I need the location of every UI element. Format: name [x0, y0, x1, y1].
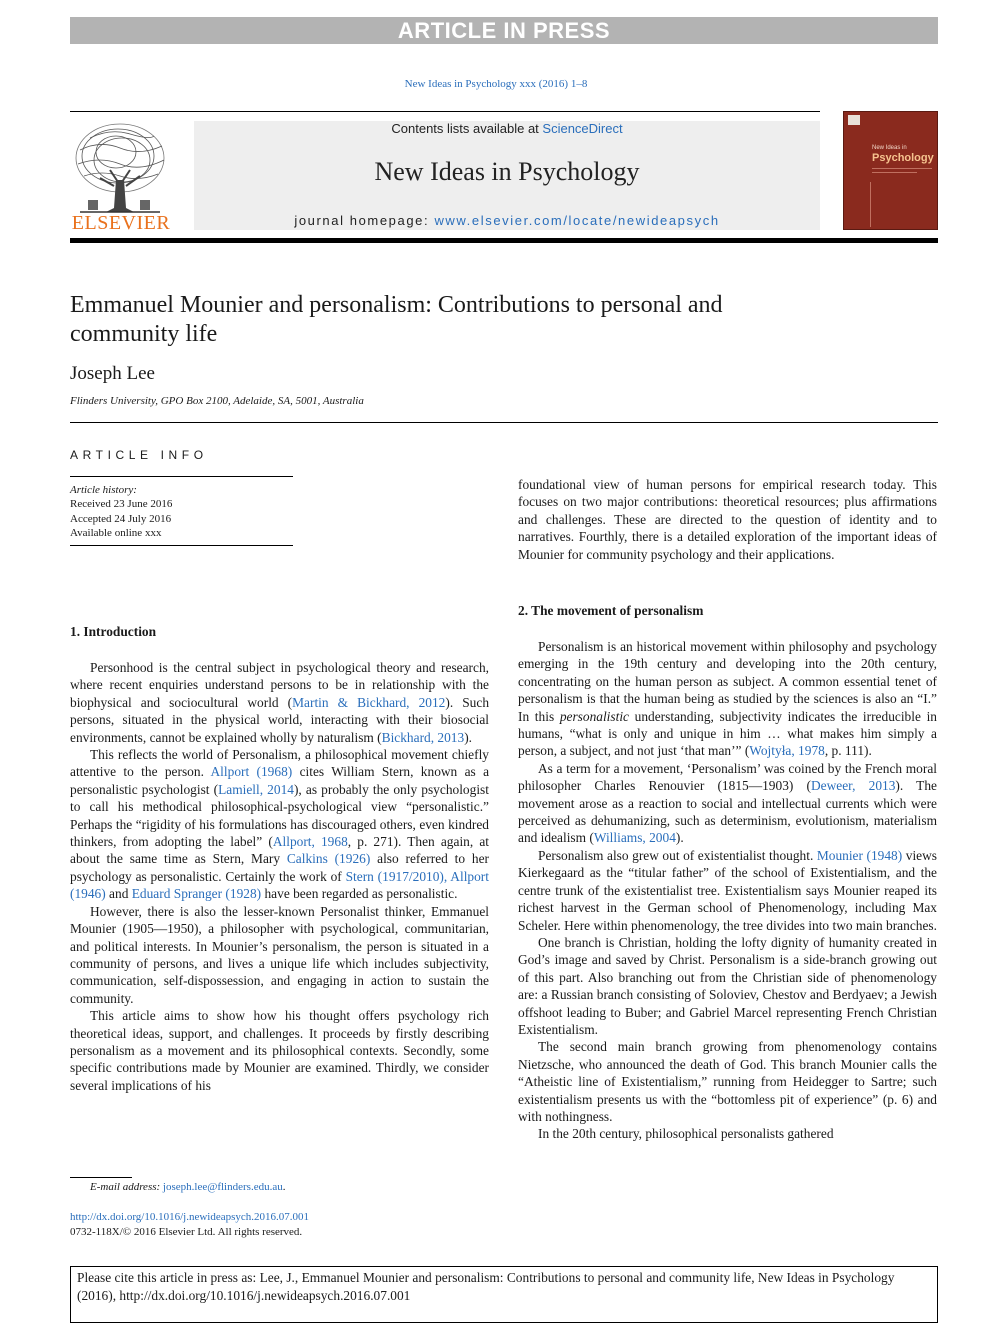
email-link[interactable]: joseph.lee@flinders.edu.au — [162, 1181, 283, 1193]
journal-reference-link[interactable]: New Ideas in Psychology xxx (2016) 1–8 — [404, 78, 588, 90]
article-title: Emmanuel Mounier and personalism: Contri… — [70, 292, 723, 347]
homepage-prefix: journal homepage: — [294, 213, 435, 228]
section-heading-movement: 2. The movement of personalism — [518, 603, 704, 618]
citation-link[interactable]: Allport, 1968 — [272, 834, 348, 850]
citation-notice-box: Please cite this article in press as: Le… — [70, 1266, 938, 1323]
homepage-link[interactable]: www.elsevier.com/locate/newideapsych — [434, 213, 720, 228]
contents-available-line: Contents lists available at ScienceDirec… — [194, 121, 820, 137]
elsevier-tree-logo — [75, 123, 165, 213]
contents-prefix: Contents lists available at — [391, 121, 543, 136]
cover-title: Psychology — [872, 152, 934, 164]
accepted-date: Accepted 24 July 2016 — [70, 512, 172, 525]
citation-link[interactable]: Mounier (1948) — [816, 847, 903, 863]
copyright-notice: 0732-118X/© 2016 Elsevier Ltd. All right… — [70, 1226, 303, 1238]
left-column-body: Personhood is the central subject in psy… — [70, 659, 489, 1094]
paragraph: The second main branch growing from phen… — [518, 1039, 937, 1124]
doi-link[interactable]: http://dx.doi.org/10.1016/j.newideapsych… — [70, 1211, 310, 1223]
footnote-rule — [70, 1177, 132, 1178]
journal-title: New Ideas in Psychology — [374, 157, 640, 186]
article-info-rule — [70, 545, 293, 546]
email-label: E-mail address: — [90, 1181, 163, 1193]
available-online: Available online xxx — [70, 526, 162, 539]
right-column-body: Personalism is an historical movement wi… — [518, 638, 937, 1143]
journal-cover-thumbnail[interactable]: New Ideas in Psychology — [843, 111, 938, 230]
journal-homepage-line: journal homepage: www.elsevier.com/locat… — [194, 213, 820, 228]
citation-link[interactable]: Bickhard, 2013 — [381, 729, 465, 745]
citation-link[interactable]: Williams, 2004 — [593, 830, 676, 846]
paragraph: One branch is Christian, holding the lof… — [518, 934, 937, 1037]
article-history: Article history: Received 23 June 2016 A… — [70, 483, 172, 540]
paragraph: In the 20th century, philosophical perso… — [538, 1126, 834, 1142]
paragraph: This article aims to show how his though… — [70, 1008, 489, 1093]
article-info-rule — [70, 476, 293, 477]
citation-link[interactable]: Eduard Spranger (1928) — [131, 886, 262, 902]
citation-link[interactable]: Calkins (1926) — [286, 851, 371, 867]
received-date: Received 23 June 2016 — [70, 498, 173, 511]
cover-logo-mark — [848, 115, 860, 125]
citation-link[interactable]: Deweer, 2013 — [811, 778, 896, 794]
citation-link[interactable]: Allport (1968) — [210, 764, 293, 780]
paragraph: As a term for a movement, ‘Personalism’ … — [518, 760, 937, 846]
paragraph: However, there is also the lesser-known … — [70, 903, 489, 1006]
cover-line — [872, 168, 932, 169]
citation-link[interactable]: Stern (1917/2010), Allport (1946) — [70, 868, 489, 902]
footnote-email: E-mail address: joseph.lee@flinders.edu.… — [90, 1181, 286, 1193]
paragraph: foundational view of human persons for e… — [518, 477, 937, 562]
header-thick-rule — [70, 238, 938, 243]
cover-small-text: New Ideas in — [872, 145, 907, 151]
header-rule — [70, 111, 820, 112]
author-affiliation: Flinders University, GPO Box 2100, Adela… — [70, 395, 364, 407]
elsevier-wordmark: ELSEVIER — [71, 212, 171, 234]
paragraph: Personalism also grew out of existential… — [518, 847, 938, 933]
cover-side-line — [870, 182, 871, 227]
journal-header-box: Contents lists available at ScienceDirec… — [194, 121, 820, 230]
citation-link[interactable]: Lamiell, 2014 — [218, 781, 294, 797]
citation-link[interactable]: Wojtyła, 1978 — [749, 743, 825, 759]
cover-line — [872, 172, 917, 173]
citation-link[interactable]: Martin & Bickhard, 2012 — [292, 694, 446, 710]
history-label: Article history: — [70, 484, 137, 496]
section-heading-introduction: 1. Introduction — [70, 624, 157, 639]
paragraph: This reflects the world of Personalism, … — [70, 747, 490, 902]
title-divider — [70, 422, 938, 423]
paragraph: Personalism is an historical movement wi… — [518, 639, 937, 759]
right-column-continuation: foundational view of human persons for e… — [518, 476, 937, 563]
article-info-heading: ARTICLE INFO — [70, 448, 208, 462]
paragraph: Personhood is the central subject in psy… — [70, 660, 490, 745]
author-name[interactable]: Joseph Lee — [70, 363, 155, 384]
sciencedirect-link[interactable]: ScienceDirect — [542, 121, 623, 136]
article-in-press-banner: ARTICLE IN PRESS — [70, 17, 938, 44]
